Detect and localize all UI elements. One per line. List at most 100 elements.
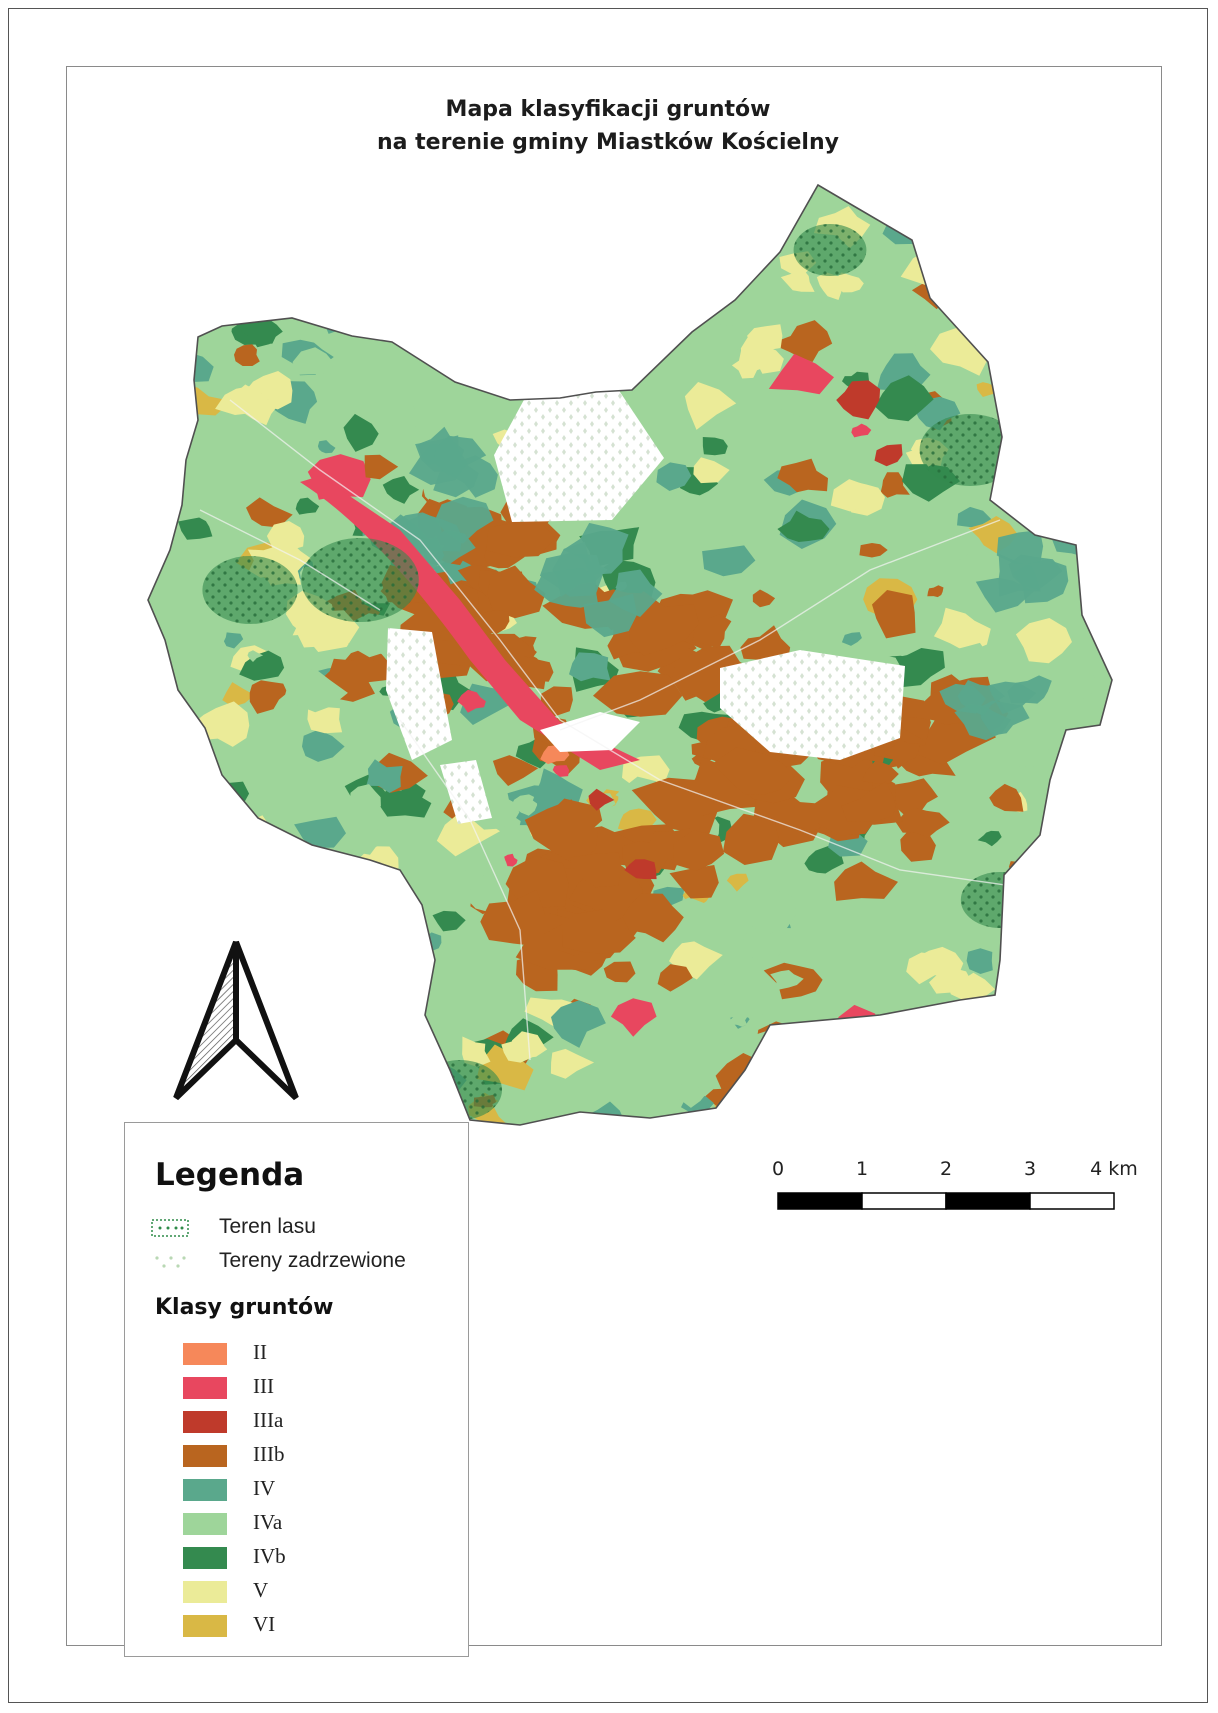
soil-patch — [267, 238, 291, 255]
soil-patch — [777, 510, 830, 542]
soil-patch — [247, 650, 264, 662]
legend-class-ivb: IVb — [183, 1541, 383, 1575]
soil-patch — [540, 712, 640, 752]
soil-patch — [880, 203, 934, 245]
soil-patch — [1087, 859, 1112, 899]
soil-patch — [726, 873, 749, 892]
soil-patch — [1010, 1128, 1031, 1144]
soil-patch — [917, 1104, 947, 1125]
soil-patch — [793, 224, 867, 276]
soil-patch — [603, 961, 636, 983]
soil-patch — [723, 258, 745, 279]
soil-patch — [1087, 755, 1112, 793]
soil-patch — [720, 650, 905, 760]
soil-patch — [568, 237, 616, 276]
soil-patch — [980, 700, 1030, 736]
soil-patch — [996, 530, 1044, 565]
soil-patch — [295, 497, 320, 515]
soil-patch — [582, 268, 598, 281]
soil-patch — [990, 336, 1046, 380]
soil-patch — [547, 212, 581, 241]
soil-patch — [316, 300, 340, 318]
legend: Legenda Teren lasu Tereny zadrzewione Kl… — [124, 1122, 469, 1657]
legend-class-label: IVb — [253, 1544, 286, 1568]
soil-patch — [511, 794, 538, 816]
soil-patch — [608, 185, 652, 204]
soil-patch — [387, 1022, 421, 1049]
soil-patch — [947, 1082, 962, 1092]
legend-class-label: V — [253, 1578, 269, 1602]
soil-patch — [703, 695, 724, 713]
soil-patch — [434, 435, 487, 476]
soil-patch — [712, 747, 795, 795]
soil-patch — [505, 855, 569, 908]
soil-patch — [1020, 1007, 1075, 1045]
forest-pattern-swatch — [151, 1219, 189, 1237]
soil-patch — [148, 873, 170, 906]
soil-patch — [366, 759, 403, 793]
soil-patch — [950, 642, 988, 665]
soil-patch — [492, 755, 539, 786]
soil-patch — [1094, 421, 1112, 448]
legend-class-iva: IVa — [183, 1507, 383, 1541]
soil-patch — [524, 799, 598, 863]
legend-class-label: VI — [253, 1612, 276, 1636]
soil-patch — [504, 853, 518, 867]
soil-patch — [1056, 259, 1111, 297]
soil-patch — [702, 437, 728, 456]
soil-patch — [933, 607, 991, 653]
soil-patch — [318, 1090, 352, 1118]
soil-patch — [149, 300, 187, 339]
soil-patch — [1057, 525, 1072, 533]
soil-patch — [425, 239, 466, 277]
soil-patch — [245, 371, 293, 410]
soil-patch — [927, 246, 975, 290]
soil-patch — [702, 545, 756, 577]
soil-patch — [1094, 888, 1112, 928]
soil-patch — [977, 830, 1002, 847]
map-title-line-2: na terenie gminy Miastków Kościelny — [377, 130, 839, 155]
legend-class-v: V — [183, 1575, 383, 1609]
soil-patch — [433, 281, 452, 294]
soil-patch — [1074, 225, 1112, 269]
soil-patch — [489, 192, 533, 227]
soil-patch — [966, 948, 993, 974]
soil-patch — [573, 205, 621, 240]
soil-patch — [309, 1030, 336, 1054]
soil-patch — [241, 318, 283, 348]
soil-patch — [569, 858, 643, 923]
soil-patch — [731, 349, 771, 379]
legend-class-iii: III — [183, 1371, 383, 1405]
scale-bar — [777, 1192, 1115, 1210]
soil-patch — [804, 845, 844, 874]
soil-patch — [266, 521, 305, 551]
soil-patch — [1000, 975, 1036, 1001]
soil-patch — [568, 852, 622, 888]
soil-patch — [768, 353, 834, 395]
legend-swatch-ii — [183, 1343, 227, 1365]
soil-patch — [965, 320, 990, 336]
legend-classes-heading: Klasy gruntów — [155, 1295, 334, 1320]
soil-patch — [1057, 951, 1108, 989]
soil-patch — [458, 343, 489, 369]
scale-label-3: 3 — [1023, 1158, 1037, 1180]
soil-patch — [202, 556, 298, 624]
soil-patch — [154, 742, 182, 763]
scale-label-1: 1 — [855, 1158, 869, 1180]
soil-patch — [872, 590, 916, 639]
soil-patch — [752, 589, 776, 608]
soil-patch — [656, 462, 692, 491]
soil-patch — [528, 340, 553, 354]
soil-patch — [155, 859, 215, 904]
legend-swatch-v — [183, 1581, 227, 1603]
soil-patch — [345, 827, 385, 855]
soil-patch — [296, 866, 323, 888]
soil-patch — [386, 628, 452, 760]
soil-patch — [500, 227, 521, 244]
soil-patch — [777, 458, 828, 493]
soil-patch — [975, 577, 1034, 613]
legend-label-wooded: Tereny zadrzewione — [219, 1249, 406, 1272]
soil-patch — [976, 1090, 1013, 1113]
soil-patch — [534, 567, 598, 608]
soil-patch — [476, 745, 497, 767]
